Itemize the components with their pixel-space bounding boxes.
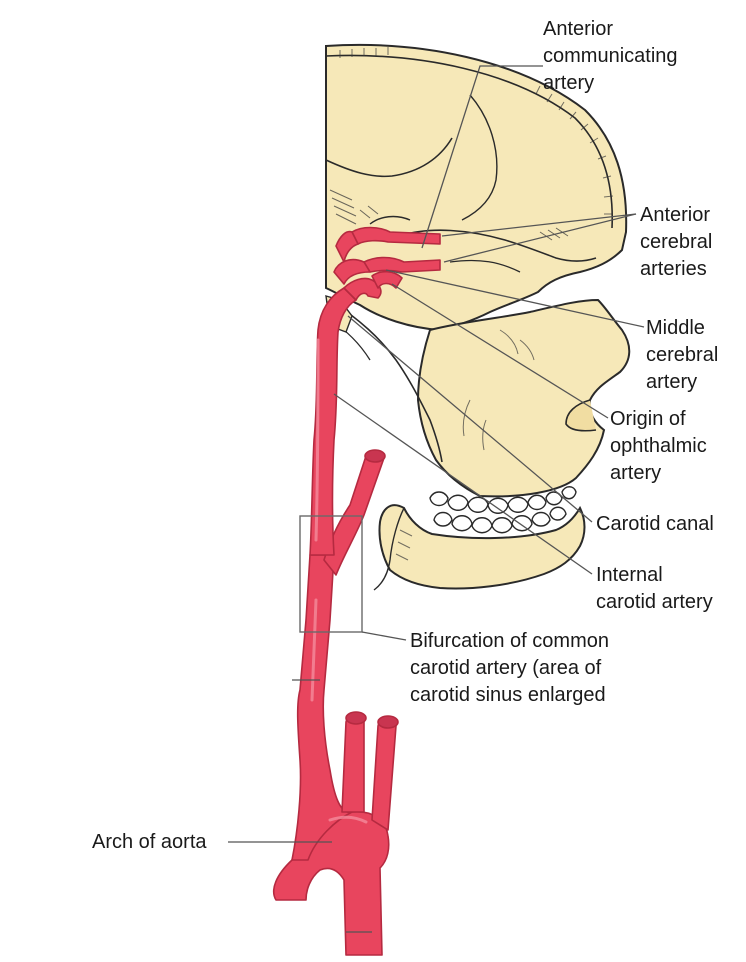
facial-skeleton <box>416 298 631 498</box>
common-carotid-artery <box>291 554 353 861</box>
left-carotid-branch <box>341 714 365 813</box>
left-subclavian-branch <box>371 717 397 831</box>
arteries <box>272 226 441 956</box>
lower-teeth <box>433 506 567 534</box>
label-anterior-cerebral-arteries: Anterior cerebral arteries <box>640 204 713 280</box>
label-carotid-canal: Carotid canal <box>596 513 714 535</box>
label-bifurcation-of-common-carotid-artery: Bifurcation of common carotid artery (ar… <box>410 630 609 706</box>
label-origin-of-ophthalmic-artery: Origin of ophthalmic artery <box>610 408 707 484</box>
skull <box>325 43 631 591</box>
anterior-cerebral-artery-lower <box>363 256 441 273</box>
aortic-arch <box>272 811 390 956</box>
upper-teeth <box>429 486 577 514</box>
label-arch-of-aorta: Arch of aorta <box>92 831 207 853</box>
anterior-cerebral-artery-upper <box>351 226 441 245</box>
label-internal-carotid-artery: Internal carotid artery <box>596 564 713 613</box>
cranial-vault <box>325 43 628 332</box>
mandible <box>378 504 586 590</box>
label-middle-cerebral-artery: Middle cerebral artery <box>646 317 719 393</box>
leader-lines <box>228 65 645 933</box>
carotid-siphon <box>343 277 382 301</box>
label-anterior-communicating-artery: Anterior communicating artery <box>543 18 678 94</box>
carotid-sinus-box <box>299 515 363 633</box>
